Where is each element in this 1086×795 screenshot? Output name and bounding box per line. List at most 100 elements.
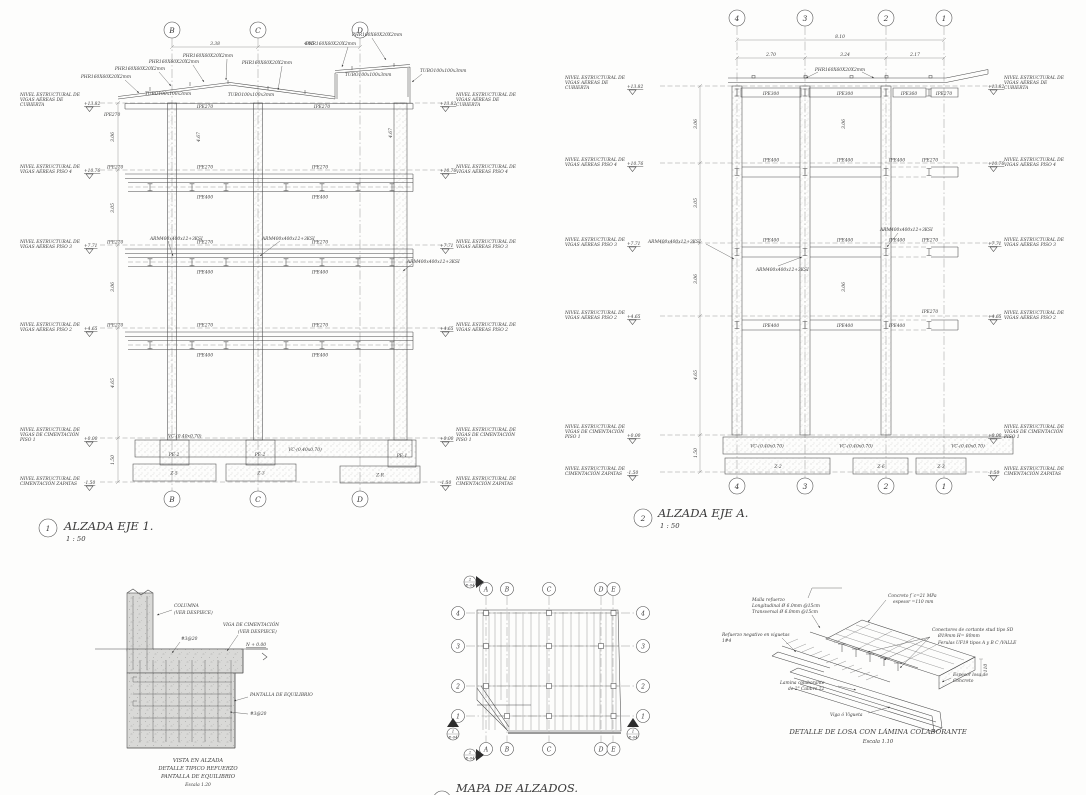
floor-beams-piso4: IPE400 IPE400 IPE400 IPE270 <box>734 159 959 178</box>
member-label: ARM400x400x12+3KSI <box>879 228 933 233</box>
member-label: IPE300 <box>762 92 779 97</box>
grid-bubble-label: B <box>168 26 175 35</box>
level-label: NIVEL ESTRUCTURAL DE <box>19 165 81 170</box>
dim-value: 2.70 <box>765 53 776 58</box>
dim-value: 3.24 <box>840 53 850 58</box>
member-label: IPE270 <box>935 92 952 97</box>
member-label: IPE400 <box>311 196 328 201</box>
grid-bubble-label: 2 <box>455 684 460 691</box>
brace-lines <box>476 685 531 731</box>
level-value: +13.82 <box>84 102 100 107</box>
section-flag-icon <box>476 576 484 588</box>
grid-bubble-label: 3 <box>803 14 808 23</box>
grid-bubble-label: 1 <box>942 14 947 23</box>
dim-value: 1.50 <box>111 455 116 465</box>
member-label: IPE270 <box>103 113 120 118</box>
grid-bubble-label: 1 <box>641 714 645 721</box>
note-label: COLUMNA <box>174 604 199 609</box>
member-label: IPE400 <box>836 159 853 164</box>
member-label: VC-(0.40x0.70) <box>839 445 873 450</box>
section-flag-icon <box>627 718 639 727</box>
building-outline <box>476 609 622 732</box>
note-label: Lamina colaborante <box>779 681 825 686</box>
level-label: VIGAS AÉREAS PISO 4 <box>1004 162 1056 168</box>
foundation: VC-(0.40x0.70) VC-(0.40x0.70) VC-(0.40x0… <box>722 436 1014 475</box>
member-label: IPE400 <box>196 271 213 276</box>
grid-bubble-label: 4 <box>734 482 740 491</box>
level-label: NIVEL ESTRUCTURAL DE <box>455 93 517 98</box>
level-label: VIGAS AÉREAS PISO 3 <box>565 242 617 248</box>
member-label: PHR160X60X20X2mm <box>351 33 402 38</box>
level-value: +10.76 <box>627 162 643 167</box>
member-label: PHR160X60X20X2mm <box>182 54 233 59</box>
panel-title-eje1: 1 ALZADA EJE 1. 1 : 50 <box>38 518 153 543</box>
footing-label: PE-2 <box>168 453 180 458</box>
level-value: +7.71 <box>988 242 1001 247</box>
member-label: VC-(0.40x0.70) <box>288 448 322 453</box>
column <box>167 102 177 441</box>
level-value: +10.76 <box>988 162 1004 167</box>
caption-line: DETALLE TIPICO REFUERZO <box>157 766 238 772</box>
grid-bubble-label: 4 <box>734 14 740 23</box>
dim-value: 3.06 <box>694 274 699 284</box>
view-title: MAPA DE ALZADOS. <box>455 781 578 795</box>
roof-structure: PHR160X60X20X2mm <box>728 68 989 83</box>
view-scale: 1 : 50 <box>66 535 86 543</box>
note-label: Conectores de cortante stud tipo SD <box>932 628 1014 633</box>
level-value: +7.71 <box>627 242 640 247</box>
level-label: PISO 1 <box>455 438 472 443</box>
level-label: VIGAS AÉREAS DE <box>456 97 500 103</box>
dim-value: 4.05 <box>303 42 314 47</box>
grid-bubble-label: 2 <box>640 684 645 691</box>
level-label: VIGAS AÉREAS PISO 2 <box>456 327 508 333</box>
elevation-eje-1: B C D B C D 3.38 4.05 3.06 3.05 3.06 4.6… <box>19 21 517 543</box>
foundation-beam <box>126 648 244 674</box>
caption-scale: Escala 1.20 <box>184 783 211 788</box>
column <box>253 102 263 441</box>
footing-label: Z-5 <box>169 472 178 477</box>
level-label: NIVEL ESTRUCTURAL DE <box>1003 76 1065 81</box>
member-label: PHR160X60X20X2mm <box>241 61 292 66</box>
section-sheet: E-04 <box>627 735 638 740</box>
level-value: +4.65 <box>627 315 641 320</box>
member-label: ARM400x400x12+3KSI <box>149 237 203 242</box>
level-label: CIMENTACIÓN ZAPATAS <box>20 481 77 487</box>
member-label: IPE270 <box>921 159 938 164</box>
dim-value: 3.06 <box>111 282 116 292</box>
member-label: IPE270 <box>106 241 123 246</box>
grid-bubble-label: 3 <box>641 644 645 651</box>
level-value: +4.65 <box>988 315 1002 320</box>
level-value: N + 0.00 <box>245 643 266 648</box>
note-label: Ø19mm H= 80mm <box>937 633 980 639</box>
grid-bubble-label: D <box>356 26 363 35</box>
roof-structure <box>117 63 414 110</box>
section-flag-icon <box>476 749 484 761</box>
level-label: VIGAS AÉREAS PISO 4 <box>456 169 508 175</box>
grid-bubble-label: A <box>483 747 489 754</box>
member-label: IPE270 <box>106 324 123 329</box>
level-lines <box>100 102 448 483</box>
level-label: VIGAS AÉREAS PISO 4 <box>20 169 72 175</box>
grid-bubble-label: B <box>168 495 175 504</box>
detail-losa: 110 Malla refuerzo Longitudinal Ø 6.0mm … <box>721 587 1017 745</box>
member-label: TUBO100x100x3mm <box>145 92 191 97</box>
grid-bubble-label: 3 <box>803 482 808 491</box>
level-label: NIVEL ESTRUCTURAL DE <box>19 323 81 328</box>
member-label: IPE400 <box>762 159 779 164</box>
dim-value: 4.65 <box>111 378 116 389</box>
member-label: VC-(0.40x0.70) <box>750 445 784 450</box>
view-number: 1 <box>46 524 51 533</box>
member-label: IPE300 <box>836 92 853 97</box>
level-label: VIGAS DE CIMENTACIÓN <box>1004 429 1063 435</box>
member-label: ARM400x400x12+3KSI <box>406 260 460 265</box>
vertical-dim-chain: 3.06 3.05 3.06 4.65 1.50 3.06 3.06 <box>694 83 847 475</box>
level-label: NIVEL ESTRUCTURAL DE <box>19 240 81 245</box>
section-marker: 2 E-04 <box>463 748 484 762</box>
dim-value: 3.38 <box>210 42 220 47</box>
